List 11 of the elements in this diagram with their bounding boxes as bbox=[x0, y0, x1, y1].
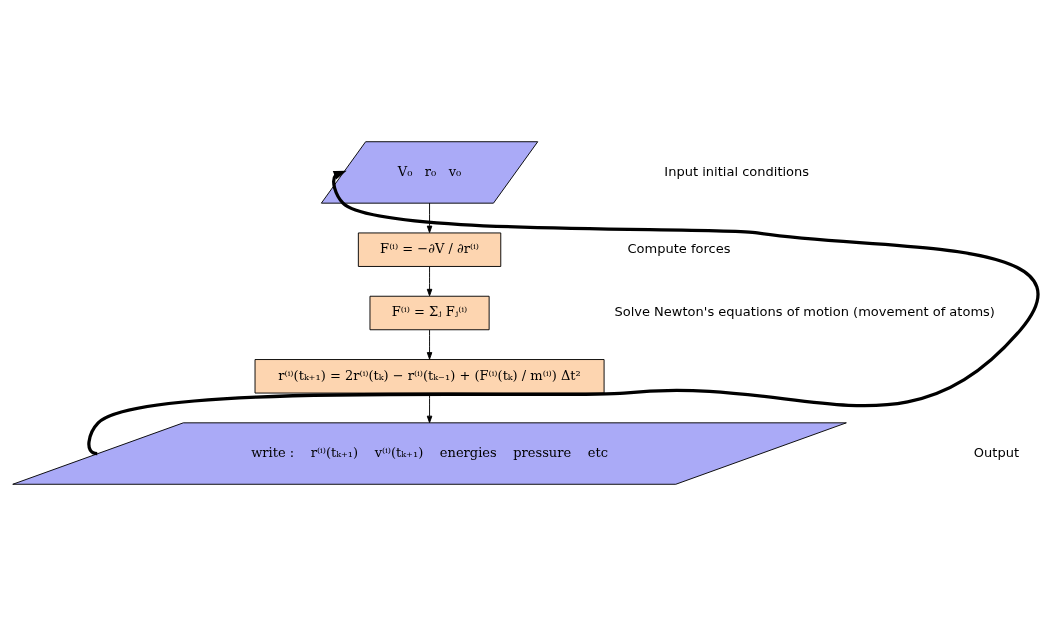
arrow bbox=[87, 170, 1039, 455]
node-box: r⁽ⁱ⁾(tₖ₊₁) = 2r⁽ⁱ⁾(tₖ) − r⁽ⁱ⁾(tₖ₋₁) + (F⁽ⁱ⁾(tₖ) / m⁽ⁱ⁾) Δt² bbox=[254, 359, 605, 394]
label: Solve Newton's equations of motion (movement of atoms) bbox=[614, 304, 995, 320]
arrow bbox=[426, 266, 433, 297]
label: Compute forces bbox=[627, 241, 731, 257]
node-box: F⁽ⁱ⁾ = Σⱼ Fⱼ⁽ⁱ⁾ bbox=[369, 295, 490, 331]
label: Input initial conditions bbox=[664, 163, 810, 179]
arrow bbox=[426, 329, 433, 360]
arrow bbox=[426, 202, 433, 234]
label: Output bbox=[973, 445, 1020, 460]
node-box: F⁽ⁱ⁾ = −∂V / ∂r⁽ⁱ⁾ bbox=[357, 232, 502, 267]
